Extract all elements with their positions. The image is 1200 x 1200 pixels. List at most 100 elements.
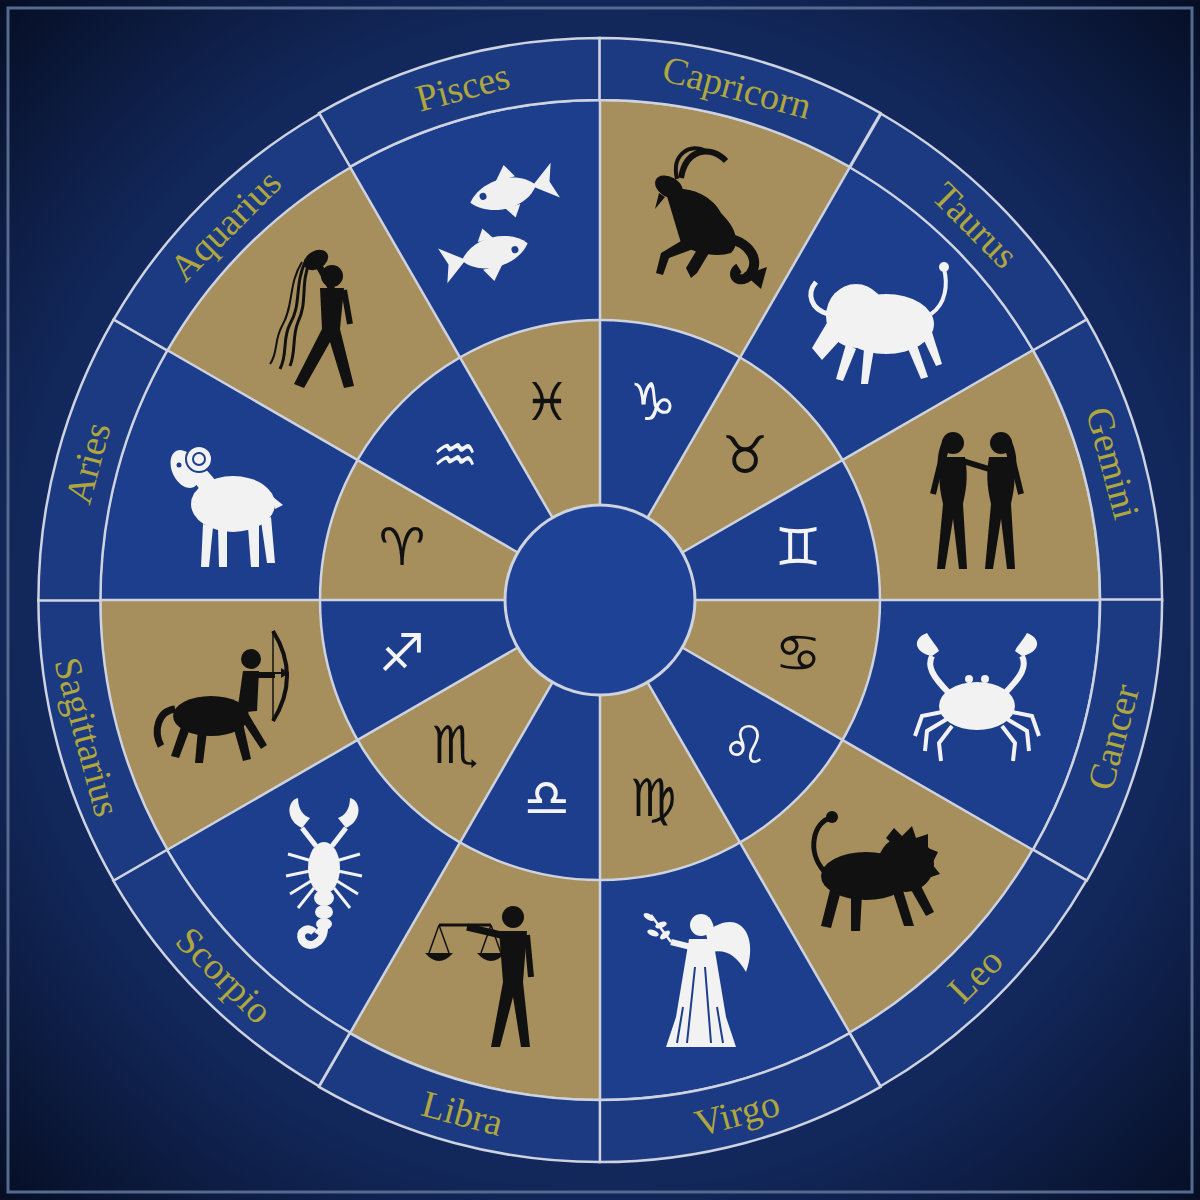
scorpio-figure — [315, 905, 333, 919]
aquarius-figure — [270, 262, 302, 364]
aquarius-figure — [290, 262, 310, 366]
cancer-figure — [930, 656, 949, 693]
scorpio-figure — [289, 798, 310, 828]
glyph-sector — [320, 600, 518, 740]
zodiac-glyph: ♏ — [432, 719, 479, 771]
virgo-figure — [654, 920, 667, 930]
sagittarius-figure — [171, 721, 191, 758]
taurus-figure — [861, 349, 874, 384]
pisces-figure — [505, 204, 524, 220]
leo-figure — [906, 876, 934, 916]
name-sector-outline — [1029, 314, 1181, 615]
virgo-figure — [642, 911, 655, 922]
scorpio-figure — [314, 924, 322, 936]
leo-figure — [886, 826, 940, 878]
ring-line — [100, 100, 1100, 1100]
aquarius-figure — [344, 290, 350, 324]
center-disc — [505, 505, 695, 695]
pisces-figure — [483, 264, 506, 283]
taurus-figure — [836, 344, 856, 381]
zodiac-glyph: ♒ — [432, 429, 479, 481]
cancer-figure — [1002, 711, 1039, 761]
gemini-figure — [985, 504, 1015, 569]
name-sector-outline — [584, 19, 885, 171]
scorpio-figure — [332, 828, 346, 846]
gemini-figure — [933, 432, 967, 569]
gemini-figure — [937, 504, 967, 569]
sector-divider — [682, 648, 1033, 851]
pisces-figure — [475, 226, 494, 242]
libra-figure — [527, 935, 531, 977]
sector-divider — [648, 167, 851, 518]
scorpio-figure — [308, 842, 340, 894]
name-sector-outline — [1029, 584, 1181, 885]
glyph-sector — [682, 460, 880, 600]
sector-divider — [100, 599, 505, 602]
aries-figure — [201, 524, 213, 567]
gemini-figure — [939, 457, 966, 504]
zodiac-glyph: ♋ — [775, 627, 822, 679]
zodiac-glyph: ♎ — [524, 772, 571, 824]
scorpio-figure — [338, 798, 359, 828]
sagittarius-figure — [241, 649, 261, 669]
zodiac-glyph: ♍ — [630, 772, 677, 824]
virgo-figure — [658, 929, 671, 941]
zodiac-glyph: ♊ — [775, 521, 822, 573]
scorpio-figure — [302, 828, 316, 846]
taurus-figure — [811, 262, 949, 384]
pisces-figure — [438, 242, 470, 283]
leo-figure — [814, 818, 831, 871]
pisces-figure — [463, 153, 562, 228]
pisces-figure — [436, 218, 535, 293]
libra-figure — [499, 931, 527, 982]
libra-figure — [425, 953, 453, 961]
libra-figure — [429, 925, 501, 953]
aquarius-figure — [320, 288, 344, 329]
frame — [8, 8, 1192, 1192]
capricorn-figure — [676, 148, 706, 179]
name-sector-outline — [314, 1029, 615, 1181]
name-sector-outline — [20, 584, 172, 885]
capricorn-figure — [655, 193, 665, 209]
scorpio-figure — [286, 798, 362, 945]
zodiac-figures — [157, 148, 1039, 1047]
cancer-figure — [939, 682, 1015, 730]
leo-figure — [851, 891, 862, 931]
libra-figure — [425, 906, 531, 1047]
virgo-figure — [666, 939, 736, 1047]
sagittarius-figure — [157, 709, 175, 746]
name-sector-outline — [100, 100, 362, 362]
sector-divider — [167, 648, 518, 851]
zodiac-glyph: ♈ — [379, 521, 426, 573]
aries-figure — [193, 453, 205, 465]
aries-figure — [273, 497, 283, 509]
pisces-figure — [479, 192, 488, 201]
cancer-figure — [915, 633, 952, 761]
aries-figure — [177, 463, 182, 468]
sagittarius-figure — [281, 668, 289, 678]
pisces-figure — [527, 163, 559, 204]
capricorn-figure — [651, 148, 767, 289]
leo-figure — [821, 886, 841, 928]
gemini-figure — [985, 432, 1021, 569]
cancer-figure — [915, 633, 1039, 761]
capricorn-figure — [686, 243, 709, 278]
cancer-figure — [915, 711, 952, 761]
cancer-figure — [1005, 656, 1024, 693]
virgo-figure — [646, 928, 659, 938]
sector-divider — [599, 100, 602, 505]
leo-figure — [826, 811, 838, 823]
aries-figure — [261, 517, 275, 563]
virgo-figure — [671, 942, 691, 947]
aquarius-figure — [319, 266, 332, 289]
zodiac-glyph: ♓ — [524, 376, 571, 428]
taurus-figure — [812, 316, 842, 360]
cancer-figure — [1015, 633, 1037, 656]
sagittarius-figure — [273, 631, 287, 721]
libra-figure — [477, 953, 505, 961]
zodiac-glyph: ♐ — [379, 627, 426, 679]
aries-figure — [165, 445, 283, 567]
